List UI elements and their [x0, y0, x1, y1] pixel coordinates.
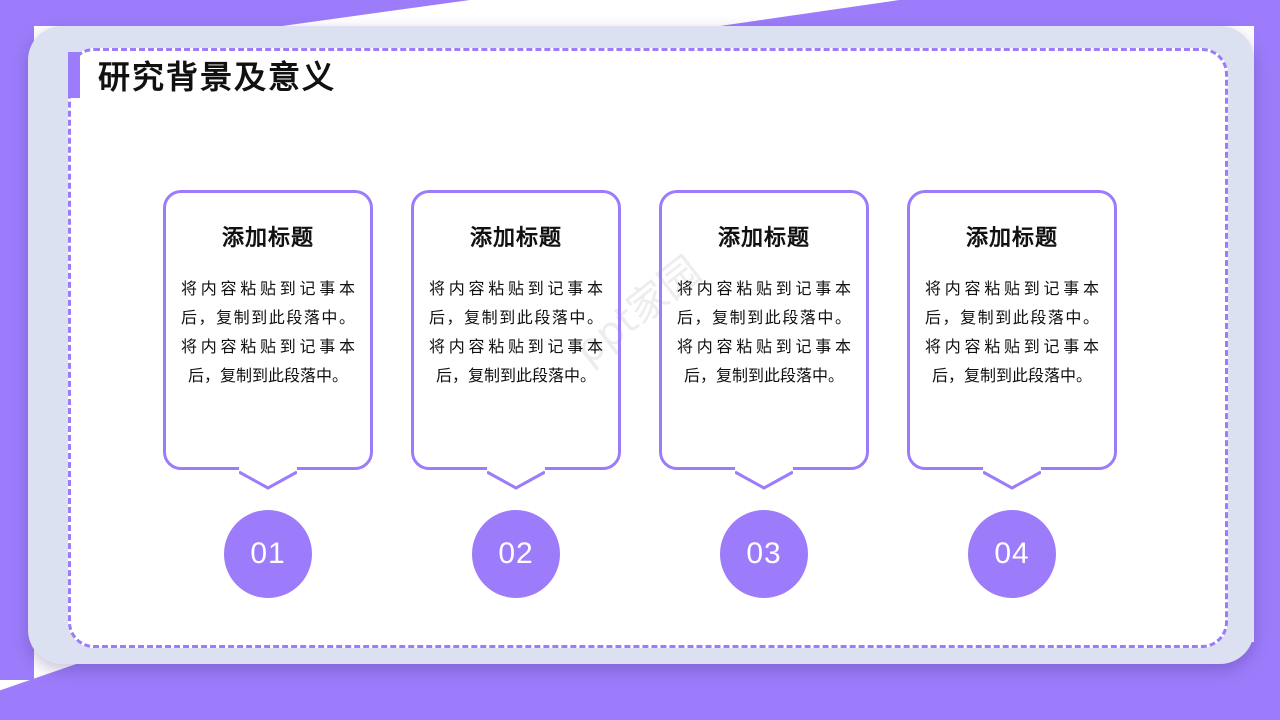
page-title: 研究背景及意义	[98, 58, 337, 96]
speech-bubble-card[interactable]: 添加标题 将内容粘贴到记事本后，复制到此段落中。将内容粘贴到记事本后，复制到此段…	[163, 190, 373, 490]
card-title: 添加标题	[965, 226, 1058, 251]
step-number-badge[interactable]: 03	[720, 510, 808, 598]
bubble-tail-icon	[239, 470, 297, 490]
bubble-tail-mask	[239, 467, 297, 474]
card-content: 添加标题 将内容粘贴到记事本后，复制到此段落中。将内容粘贴到记事本后，复制到此段…	[411, 190, 621, 470]
decor-top-left-band	[0, 0, 470, 26]
step-number-badge[interactable]: 01	[224, 510, 312, 598]
step-number-badge[interactable]: 02	[472, 510, 560, 598]
card-content: 添加标题 将内容粘贴到记事本后，复制到此段落中。将内容粘贴到记事本后，复制到此段…	[659, 190, 869, 470]
bubble-tail-icon	[735, 470, 793, 490]
speech-bubble-card[interactable]: 添加标题 将内容粘贴到记事本后，复制到此段落中。将内容粘贴到记事本后，复制到此段…	[411, 190, 621, 490]
bubble-tail-mask	[487, 467, 545, 474]
card-content: 添加标题 将内容粘贴到记事本后，复制到此段落中。将内容粘贴到记事本后，复制到此段…	[163, 190, 373, 470]
bubble-tail-icon	[487, 470, 545, 490]
card-title: 添加标题	[717, 226, 810, 251]
card-body-text: 将内容粘贴到记事本后，复制到此段落中。将内容粘贴到记事本后，复制到此段落中。	[925, 279, 1099, 385]
card-body-text: 将内容粘贴到记事本后，复制到此段落中。将内容粘贴到记事本后，复制到此段落中。	[429, 279, 603, 385]
card-column: 添加标题 将内容粘贴到记事本后，复制到此段落中。将内容粘贴到记事本后，复制到此段…	[411, 190, 621, 598]
bubble-tail-mask	[735, 467, 793, 474]
card-column: 添加标题 将内容粘贴到记事本后，复制到此段落中。将内容粘贴到记事本后，复制到此段…	[659, 190, 869, 598]
card-column: 添加标题 将内容粘贴到记事本后，复制到此段落中。将内容粘贴到记事本后，复制到此段…	[907, 190, 1117, 598]
cards-row: 添加标题 将内容粘贴到记事本后，复制到此段落中。将内容粘贴到记事本后，复制到此段…	[163, 190, 1117, 598]
step-number-badge[interactable]: 04	[968, 510, 1056, 598]
speech-bubble-card[interactable]: 添加标题 将内容粘贴到记事本后，复制到此段落中。将内容粘贴到记事本后，复制到此段…	[907, 190, 1117, 490]
card-content: 添加标题 将内容粘贴到记事本后，复制到此段落中。将内容粘贴到记事本后，复制到此段…	[907, 190, 1117, 470]
decor-right-band	[1254, 0, 1280, 690]
card-body-text: 将内容粘贴到记事本后，复制到此段落中。将内容粘贴到记事本后，复制到此段落中。	[677, 279, 851, 385]
header-accent-bar	[68, 52, 80, 98]
speech-bubble-card[interactable]: 添加标题 将内容粘贴到记事本后，复制到此段落中。将内容粘贴到记事本后，复制到此段…	[659, 190, 869, 490]
card-title: 添加标题	[221, 226, 314, 251]
card-title: 添加标题	[469, 226, 562, 251]
card-column: 添加标题 将内容粘贴到记事本后，复制到此段落中。将内容粘贴到记事本后，复制到此段…	[163, 190, 373, 598]
bubble-tail-icon	[983, 470, 1041, 490]
card-body-text: 将内容粘贴到记事本后，复制到此段落中。将内容粘贴到记事本后，复制到此段落中。	[181, 279, 355, 385]
slide-header: 研究背景及意义	[68, 52, 336, 98]
bubble-tail-mask	[983, 467, 1041, 474]
decor-top-right-band	[720, 0, 1280, 26]
